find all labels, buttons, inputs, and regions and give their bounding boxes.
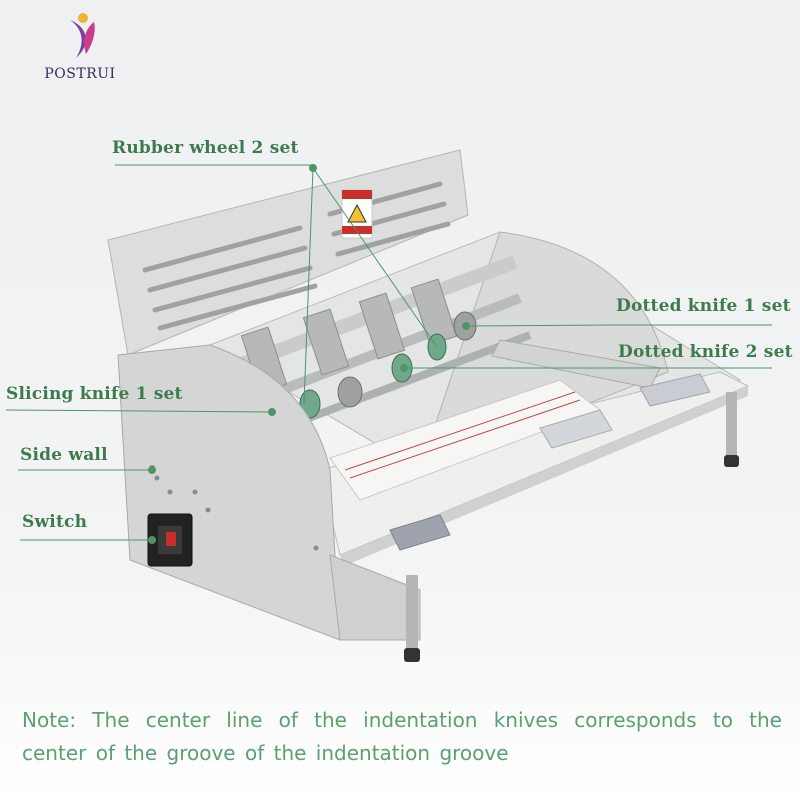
label-dotted-knife-1: Dotted knife 1 set: [616, 296, 791, 316]
brand-logo: POSTRUI: [40, 12, 120, 82]
label-slicing-knife: Slicing knife 1 set: [6, 384, 183, 404]
label-rubber-wheel: Rubber wheel 2 set: [112, 138, 299, 158]
brand-mark-icon: [70, 13, 95, 58]
callout-lines: [5, 164, 772, 544]
machine-illustration: [5, 149, 772, 662]
label-dotted-knife-2: Dotted knife 2 set: [618, 342, 793, 362]
machine-body: [117, 231, 750, 662]
label-switch: Switch: [22, 512, 88, 532]
back-plate: [107, 149, 469, 356]
label-side-wall: Side wall: [20, 445, 108, 465]
note-text: Note: The center line of the indentation…: [22, 708, 782, 765]
brand-name: POSTRUI: [44, 66, 116, 82]
